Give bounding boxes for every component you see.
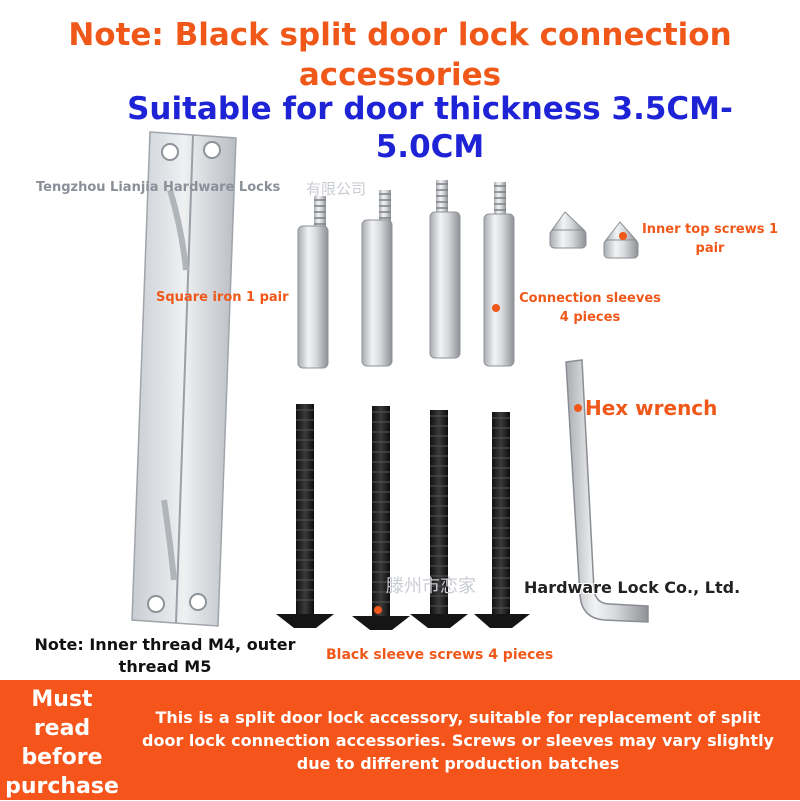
label-connection-sleeves-1: Connection sleeves <box>519 291 661 306</box>
label-square-iron: Square iron 1 pair <box>156 290 289 305</box>
black-sleeve-screws <box>276 404 530 630</box>
connection-sleeves <box>297 180 515 369</box>
footer-banner <box>0 680 800 800</box>
thread-note: Note: Inner thread M4, outer thread M5 <box>34 635 296 676</box>
label-connection-sleeves-2: 4 pieces <box>559 310 621 325</box>
label-hex-wrench: Hex wrench <box>585 396 718 420</box>
label-inner-top-screws-1: Inner top screws 1 <box>641 222 779 237</box>
marker-dot <box>374 606 382 614</box>
square-iron <box>131 131 237 627</box>
marker-dot <box>492 304 500 312</box>
label-black-sleeve-screws: Black sleeve screws 4 pieces <box>326 647 554 663</box>
must-read-heading: Must read before purchase <box>5 687 119 799</box>
watermark-company: Tengzhou Lianjia Hardware Locks <box>36 180 281 195</box>
watermark-company-cn-bottom: 滕州市恋家 <box>386 576 476 597</box>
title-line-2: accessories <box>298 57 502 93</box>
title-line-1: Note: Black split door lock connection <box>68 17 732 53</box>
marker-dot <box>619 232 627 240</box>
label-inner-top-screws-2: pair <box>695 241 725 256</box>
inner-top-screws <box>549 211 639 259</box>
marker-dot <box>574 404 582 412</box>
watermark-company-bottom: Hardware Lock Co., Ltd. <box>524 578 741 597</box>
hex-wrench <box>565 359 649 623</box>
watermark-company-cn: 有限公司 <box>306 180 367 198</box>
footer-notice: This is a split door lock accessory, sui… <box>142 708 774 773</box>
subtitle-door-thickness: Suitable for door thickness 3.5CM-5.0CM <box>127 91 733 165</box>
